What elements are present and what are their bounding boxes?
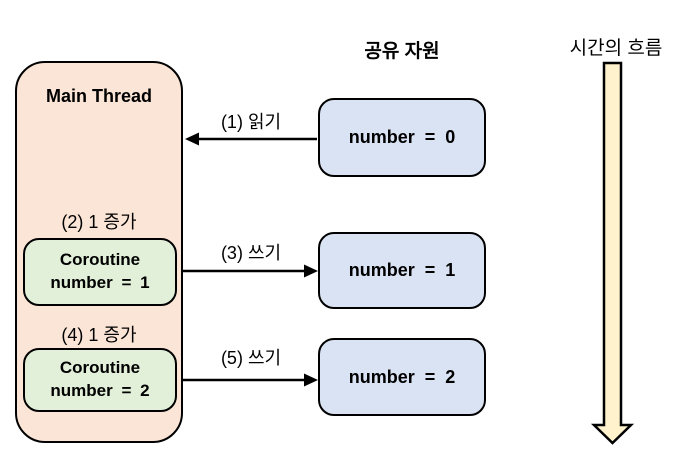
resource-value-0: number = 0 xyxy=(348,127,456,147)
resource-value-2: number = 2 xyxy=(348,366,456,387)
coroutine-2-name: Coroutine xyxy=(59,358,141,378)
coroutine-1-value: number = 1 xyxy=(50,273,150,292)
coroutine-box-1: Coroutine number = 1 xyxy=(23,238,177,306)
write-arrow-1-label: (3) 쓰기 xyxy=(220,243,282,263)
resource-box-number-0: number = 0 xyxy=(318,98,486,177)
resource-value-1: number = 1 xyxy=(348,260,456,280)
resource-box-number-2: number = 2 xyxy=(318,338,486,416)
time-flow-title: 시간의 흐름 xyxy=(569,38,663,59)
resource-box-number-1: number = 1 xyxy=(318,232,486,309)
step2-increment-label: (2) 1 증가 xyxy=(61,212,137,232)
write-arrow-2-label: (5) 쓰기 xyxy=(220,348,282,368)
coroutine-1-name: Coroutine xyxy=(59,250,141,270)
time-flow-arrow xyxy=(590,61,635,445)
main-thread-title: Main Thread xyxy=(45,86,152,106)
read-arrow xyxy=(185,132,317,146)
coroutine-2-value: number = 2 xyxy=(50,381,150,400)
step4-increment-label: (4) 1 증가 xyxy=(61,325,137,345)
write-arrow-2 xyxy=(176,373,318,387)
shared-resource-title: 공유 자원 xyxy=(364,41,440,62)
write-arrow-1 xyxy=(178,264,318,278)
coroutine-box-2: Coroutine number = 2 xyxy=(23,348,177,412)
read-arrow-label: (1) 읽기 xyxy=(220,112,282,132)
